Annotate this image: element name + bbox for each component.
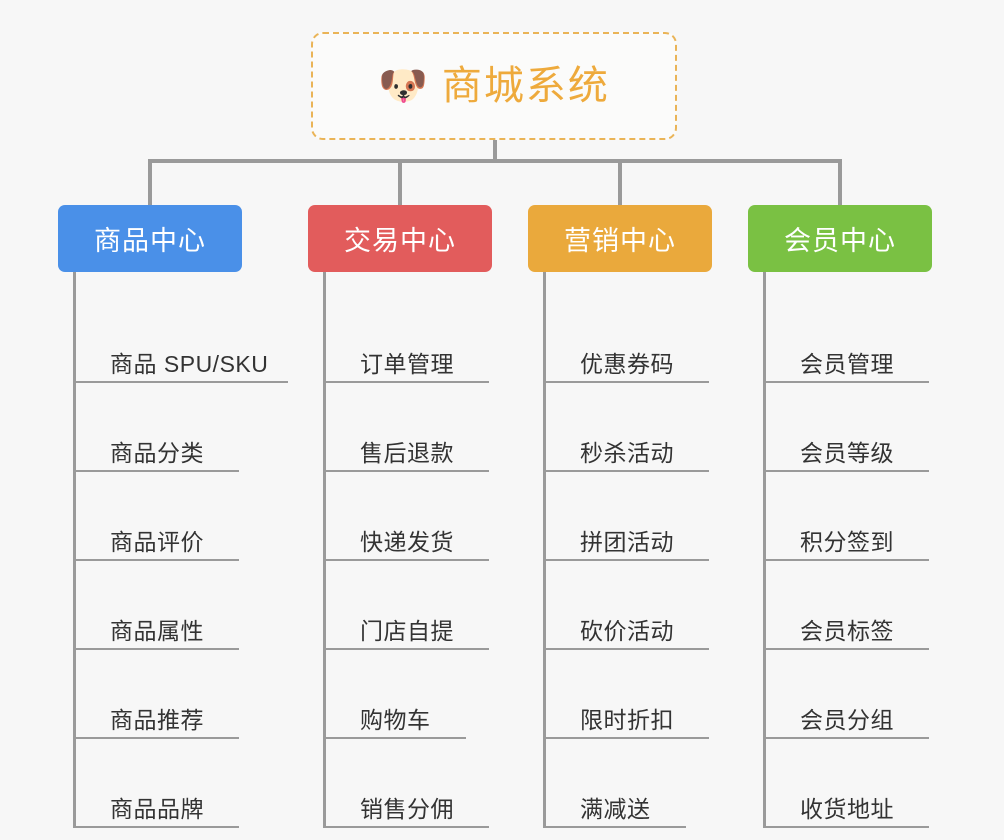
leaf-item-label: 商品 SPU/SKU bbox=[110, 351, 269, 377]
leaf-item[interactable]: 售后退款 bbox=[326, 426, 489, 472]
shiba-dog-face-icon: 🐶 bbox=[378, 64, 428, 108]
column-trunk-marketing-center bbox=[543, 272, 546, 828]
leaf-item-label: 购物车 bbox=[360, 707, 431, 733]
leaf-item-label: 秒杀活动 bbox=[580, 440, 674, 466]
leaf-item[interactable]: 拼团活动 bbox=[546, 515, 709, 561]
leaf-item[interactable]: 会员管理 bbox=[766, 337, 929, 383]
connector-drop-trade-center bbox=[398, 159, 402, 205]
leaf-item-label: 会员分组 bbox=[800, 707, 894, 733]
connector-drop-marketing-center bbox=[618, 159, 622, 205]
leaf-item-label: 限时折扣 bbox=[580, 707, 674, 733]
leaf-item-label: 砍价活动 bbox=[580, 618, 674, 644]
leaf-item[interactable]: 会员标签 bbox=[766, 604, 929, 650]
root-node-title: 商城系统 bbox=[441, 64, 610, 108]
leaf-item[interactable]: 快递发货 bbox=[326, 515, 489, 561]
leaf-item[interactable]: 满减送 bbox=[546, 782, 686, 828]
category-label: 交易中心 bbox=[344, 226, 456, 256]
leaf-item[interactable]: 订单管理 bbox=[326, 337, 489, 383]
leaf-item-label: 快递发货 bbox=[360, 529, 454, 555]
leaf-item-label: 满减送 bbox=[580, 796, 651, 822]
category-label: 营销中心 bbox=[564, 226, 676, 256]
category-label: 商品中心 bbox=[94, 226, 206, 256]
leaf-item-label: 拼团活动 bbox=[580, 529, 674, 555]
category-box-member-center[interactable]: 会员中心 bbox=[748, 205, 932, 272]
leaf-item-label: 会员等级 bbox=[800, 440, 894, 466]
leaf-item[interactable]: 商品评价 bbox=[76, 515, 239, 561]
column-trunk-product-center bbox=[73, 272, 76, 828]
connector-root-vertical bbox=[493, 140, 497, 162]
category-box-marketing-center[interactable]: 营销中心 bbox=[528, 205, 712, 272]
leaf-item[interactable]: 收货地址 bbox=[766, 782, 929, 828]
column-trunk-trade-center bbox=[323, 272, 326, 828]
leaf-item[interactable]: 购物车 bbox=[326, 693, 466, 739]
connector-drop-product-center bbox=[148, 159, 152, 205]
column-trunk-member-center bbox=[763, 272, 766, 828]
leaf-item[interactable]: 商品 SPU/SKU bbox=[76, 337, 288, 383]
leaf-item-label: 门店自提 bbox=[360, 618, 454, 644]
leaf-item[interactable]: 商品推荐 bbox=[76, 693, 239, 739]
leaf-item-label: 会员标签 bbox=[800, 618, 894, 644]
leaf-item-label: 商品品牌 bbox=[110, 796, 204, 822]
leaf-item[interactable]: 商品属性 bbox=[76, 604, 239, 650]
leaf-item-label: 商品属性 bbox=[110, 618, 204, 644]
root-node[interactable]: 🐶 商城系统 bbox=[311, 32, 677, 140]
leaf-item[interactable]: 门店自提 bbox=[326, 604, 489, 650]
leaf-item-label: 售后退款 bbox=[360, 440, 454, 466]
leaf-item[interactable]: 秒杀活动 bbox=[546, 426, 709, 472]
category-box-product-center[interactable]: 商品中心 bbox=[58, 205, 242, 272]
leaf-item-label: 积分签到 bbox=[800, 529, 894, 555]
leaf-item-label: 优惠券码 bbox=[580, 351, 674, 377]
connector-drop-member-center bbox=[838, 159, 842, 205]
leaf-item-label: 会员管理 bbox=[800, 351, 894, 377]
leaf-item[interactable]: 限时折扣 bbox=[546, 693, 709, 739]
leaf-item[interactable]: 会员等级 bbox=[766, 426, 929, 472]
leaf-item-label: 收货地址 bbox=[800, 796, 894, 822]
leaf-item[interactable]: 会员分组 bbox=[766, 693, 929, 739]
leaf-item[interactable]: 优惠券码 bbox=[546, 337, 709, 383]
leaf-item[interactable]: 商品品牌 bbox=[76, 782, 239, 828]
leaf-item-label: 商品推荐 bbox=[110, 707, 204, 733]
leaf-item[interactable]: 销售分佣 bbox=[326, 782, 489, 828]
category-label: 会员中心 bbox=[784, 226, 896, 256]
leaf-item[interactable]: 商品分类 bbox=[76, 426, 239, 472]
connector-horizontal-bus bbox=[150, 159, 838, 163]
leaf-item-label: 销售分佣 bbox=[360, 796, 454, 822]
leaf-item[interactable]: 积分签到 bbox=[766, 515, 929, 561]
leaf-item-label: 商品分类 bbox=[110, 440, 204, 466]
leaf-item-label: 订单管理 bbox=[360, 351, 454, 377]
leaf-item[interactable]: 砍价活动 bbox=[546, 604, 709, 650]
category-box-trade-center[interactable]: 交易中心 bbox=[308, 205, 492, 272]
leaf-item-label: 商品评价 bbox=[110, 529, 204, 555]
